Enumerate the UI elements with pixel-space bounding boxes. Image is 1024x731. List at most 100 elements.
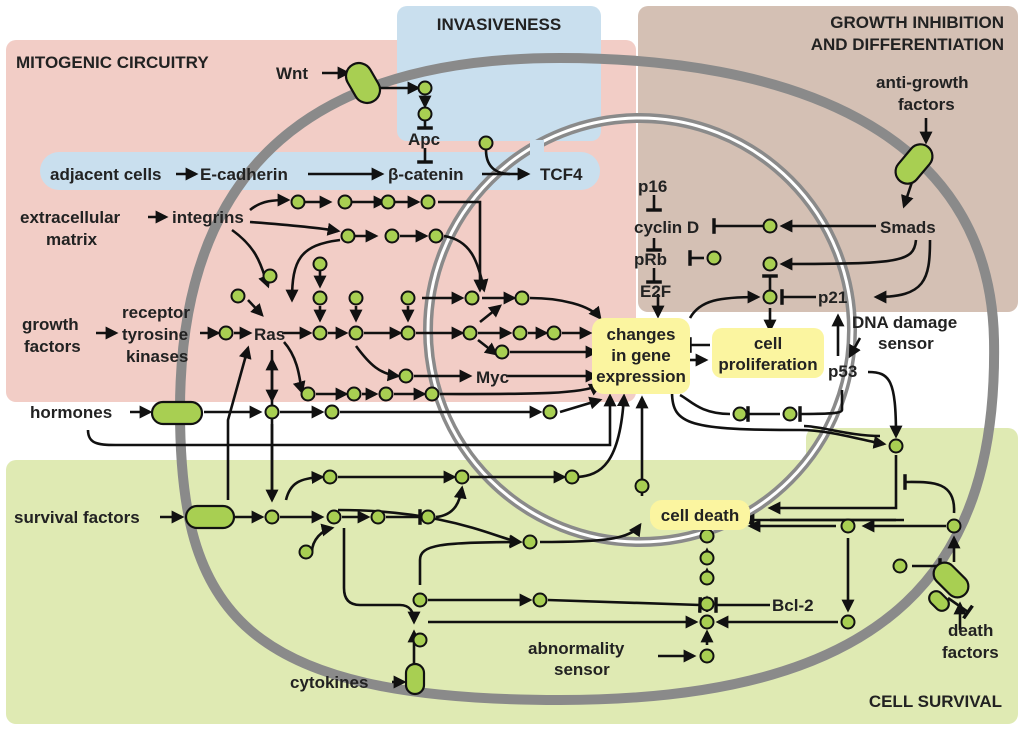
death-receptor-2 [928, 590, 950, 612]
invasiveness-region-band [40, 152, 600, 190]
node [762, 256, 778, 272]
growth-inhibition-region [638, 6, 1018, 312]
cell-death-label: cell death [661, 506, 739, 525]
bcl2-label: Bcl-2 [772, 596, 814, 615]
node [324, 404, 340, 420]
node [380, 194, 396, 210]
node [699, 550, 715, 566]
node [699, 614, 715, 630]
node [264, 509, 280, 525]
e-cadherin-label: E-cadherin [200, 165, 288, 184]
growth-factors-label-2: factors [24, 337, 81, 356]
extracellular-label-1: extracellular [20, 208, 121, 227]
node [699, 570, 715, 586]
node [298, 544, 314, 560]
node [888, 438, 904, 454]
anti-growth-label-1: anti-growth [876, 73, 969, 92]
node [532, 592, 548, 608]
node [512, 325, 528, 341]
wnt-receptor [344, 61, 382, 105]
gene-expression-line-2: in gene [611, 346, 671, 365]
node [706, 250, 722, 266]
node [478, 135, 494, 151]
cell-death-box [650, 500, 750, 530]
node [699, 648, 715, 664]
receptor-label-3: kinases [126, 347, 188, 366]
mitogenic-title: MITOGENIC CIRCUITRY [16, 53, 209, 72]
cell-proliferation-line-2: proliferation [718, 355, 817, 374]
node [300, 386, 316, 402]
death-factors-label-1: death [948, 621, 993, 640]
node [420, 509, 436, 525]
node [564, 469, 580, 485]
node [230, 288, 246, 304]
gene-expression-line-1: changes [607, 325, 676, 344]
node [462, 325, 478, 341]
node [326, 509, 342, 525]
edges [86, 66, 974, 689]
node [400, 290, 416, 306]
node [542, 404, 558, 420]
anti-growth-receptor [894, 143, 934, 185]
receptor-label-2: tyrosine [122, 325, 188, 344]
node [840, 614, 856, 630]
node [370, 509, 386, 525]
node [417, 80, 433, 96]
node [522, 534, 538, 550]
signaling-nodes [218, 80, 962, 664]
cyclin-d-label: cyclin D [634, 218, 699, 237]
node [546, 325, 562, 341]
survival-factors-label: survival factors [14, 508, 140, 527]
invasiveness-region-top [397, 6, 601, 141]
node [398, 368, 414, 384]
node [699, 528, 715, 544]
cell-proliferation-line-1: cell [754, 334, 782, 353]
receptors [150, 61, 970, 696]
node [384, 228, 400, 244]
growth-inhibition-title-1: GROWTH INHIBITION [830, 13, 1004, 32]
growth-inhibition-title-2: AND DIFFERENTIATION [811, 35, 1004, 54]
node [892, 558, 908, 574]
gene-expression-box [592, 318, 690, 394]
abnormality-sensor-label-2: sensor [554, 660, 610, 679]
node [417, 106, 433, 122]
wnt-label: Wnt [276, 64, 308, 83]
beta-catenin-label: β-catenin [388, 165, 464, 184]
myc-label: Myc [476, 368, 509, 387]
extracellular-label-2: matrix [46, 230, 98, 249]
node [400, 325, 416, 341]
receptor-label-1: receptor [122, 303, 190, 322]
node [454, 469, 470, 485]
node [946, 518, 962, 534]
cytokines-label: cytokines [290, 673, 368, 692]
cell-survival-title: CELL SURVIVAL [869, 692, 1002, 711]
hormones-label: hormones [30, 403, 112, 422]
death-receptor-1 [932, 561, 970, 599]
cell-proliferation-box [712, 328, 824, 378]
node [312, 290, 328, 306]
apc-label: Apc [408, 130, 440, 149]
node [412, 592, 428, 608]
cell-survival-region-upper [806, 428, 1018, 488]
node [378, 386, 394, 402]
node [634, 478, 650, 494]
node [782, 406, 798, 422]
node [346, 386, 362, 402]
prb-label: pRb [634, 250, 667, 269]
tcf4-label: TCF4 [540, 165, 583, 184]
ras-label: Ras [254, 325, 285, 344]
node [762, 218, 778, 234]
smads-label: Smads [880, 218, 936, 237]
dna-damage-label-2: sensor [878, 334, 934, 353]
p16-label: p16 [638, 177, 667, 196]
cytokine-receptor [404, 662, 426, 696]
node [514, 290, 530, 306]
node [420, 194, 436, 210]
growth-factors-label-1: growth [22, 315, 79, 334]
node [340, 228, 356, 244]
node [290, 194, 306, 210]
node [412, 632, 428, 648]
node [337, 194, 353, 210]
node [264, 404, 280, 420]
